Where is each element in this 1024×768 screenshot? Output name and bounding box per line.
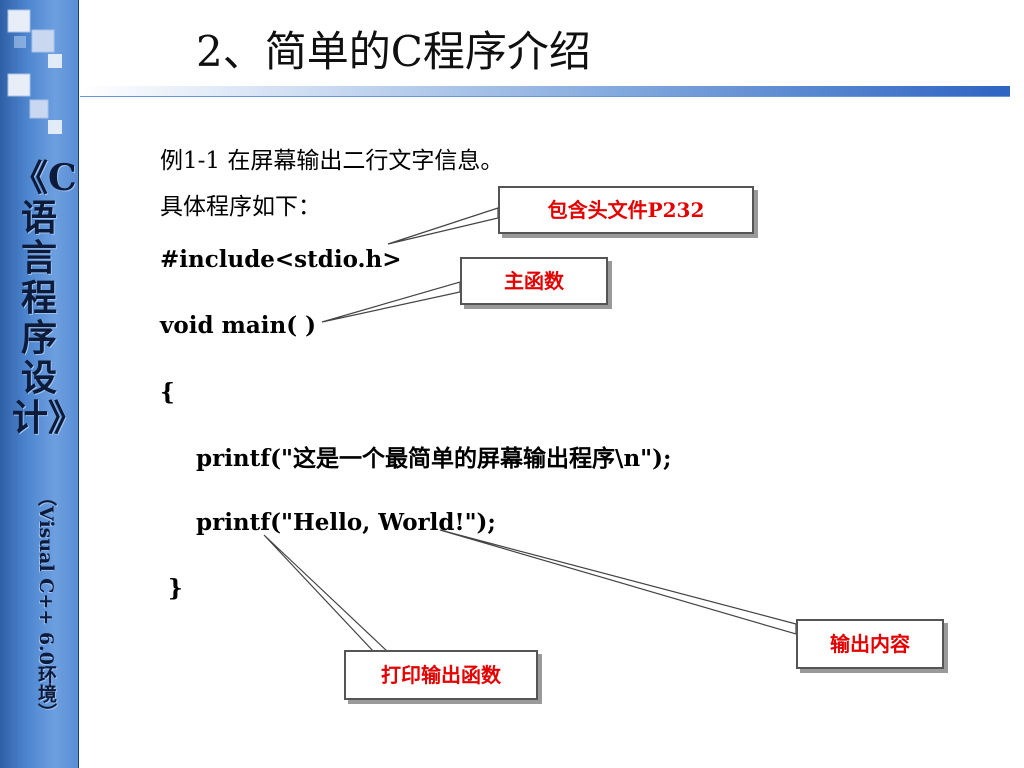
code-line-main: void main( )	[160, 312, 317, 339]
sidebar-title: 《C语言程序设计》	[12, 157, 85, 439]
sidebar-decoration-icon	[7, 9, 62, 134]
leader-header-file	[387, 207, 499, 245]
code-line-printf-2: printf("Hello, World!");	[196, 509, 496, 536]
example-title: 例1-1 在屏幕输出二行文字信息。	[160, 148, 504, 174]
code-line-printf-1: printf("这是一个最简单的屏幕输出程序\n");	[196, 445, 672, 472]
code-line-include: #include<stdio.h>	[160, 246, 402, 273]
intro-text: 具体程序如下：	[160, 194, 321, 220]
leader-output-content	[439, 529, 797, 635]
callout-print-func: 打印输出函数	[344, 650, 538, 700]
sidebar-subtitle: （Visual C++ 6.0环境）	[35, 487, 57, 722]
leader-print-func	[263, 534, 390, 653]
code-line-close-brace: }	[168, 575, 183, 602]
callout-output-content: 输出内容	[796, 619, 944, 669]
sidebar: 《C语言程序设计》 （Visual C++ 6.0环境）	[0, 0, 85, 768]
callout-header-file: 包含头文件P232	[498, 186, 754, 234]
code-line-open-brace: {	[160, 379, 175, 406]
slide-title: 2、简单的C程序介绍	[196, 27, 591, 76]
leader-main-func	[321, 281, 461, 323]
title-underline-bar	[80, 86, 1010, 97]
callout-main-func: 主函数	[460, 257, 608, 305]
